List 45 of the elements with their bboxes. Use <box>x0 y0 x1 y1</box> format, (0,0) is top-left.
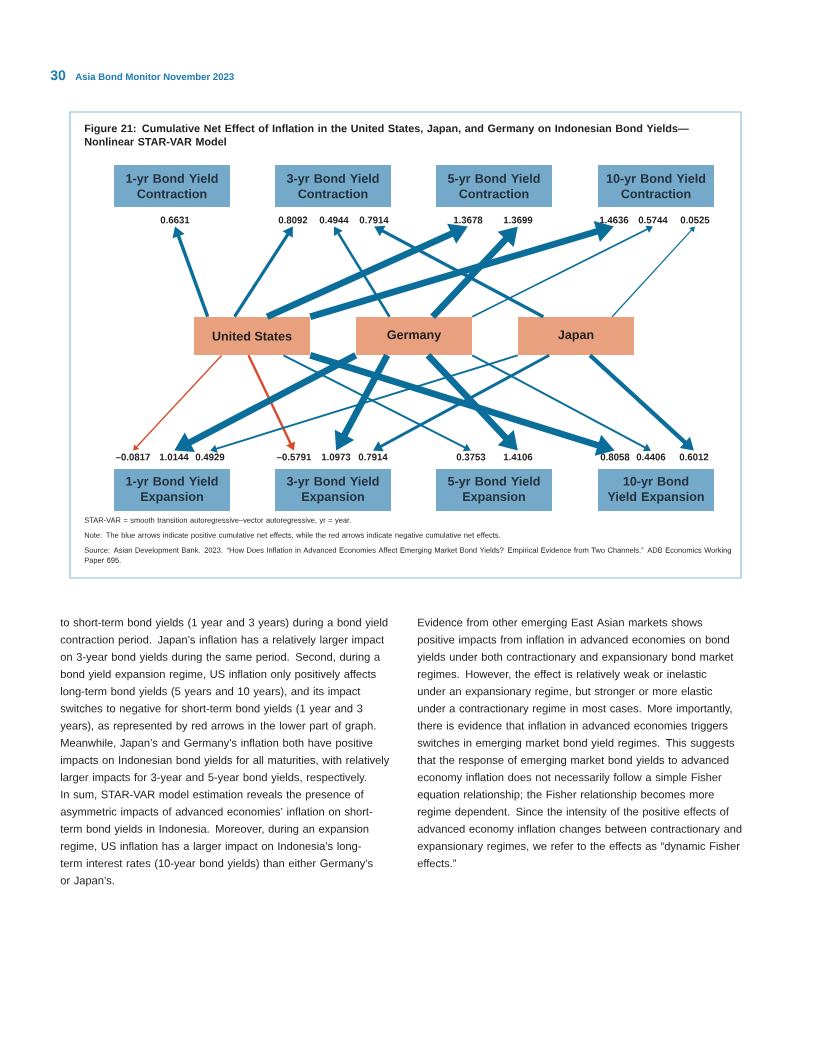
arrow <box>374 225 545 319</box>
effect-value: –0.0817 <box>115 453 150 461</box>
effect-value: 0.4406 <box>636 453 666 461</box>
effect-value: 0.7914 <box>359 216 389 224</box>
arrow <box>588 353 694 451</box>
country-box: Germany <box>356 317 472 355</box>
body-text: to short-term bond yields (1 year and 3 years) during a bond yield contraction period. Japan’s inflation has a relatively larger impact on 3-year bond yields during the same period. Second, during a bond yield expansion regime, US inflation only positively affects long-term bond yields (5 years and 10 years), and its impact switches to negative for short-term bond yields (1 year and 3 years), as represented by red arrows in the lower part of graph. Meanwhile, Japan’s and Germany’s inflation both have positive impacts on Indonesian bond yields for all maturities, with relatively larger impacts for 3-year and 5-year bond yields, respectively. In sum, STAR-VAR model estimation reveals the presence of asymmetric impacts of advanced economies’ inflation on short-term bond yields in Indonesia. Moreover, during an expansion regime, US inflation has a larger impact on Indonesia’s long-term interest rates (10-year bond yields) than either Germany’s or Japan’s. <box>60 618 390 887</box>
yield-box: 3-yr Bond Yield Contraction <box>275 165 391 207</box>
country-box: Japan <box>518 317 634 355</box>
effect-value: 1.0973 <box>321 453 351 461</box>
arrow <box>471 354 651 452</box>
yield-box: 3-yr Bond Yield Expansion <box>275 469 391 511</box>
figure-title: Figure 21: Cumulative Net Effect of Inflation in the United States, Japan, and Germany on Indonesian Bond Yields—Nonlinear STAR-VAR Model <box>85 124 689 146</box>
effect-value: 0.8058 <box>600 453 630 461</box>
effect-value: –0.5791 <box>276 453 312 461</box>
yield-box: 10-yr Bond Yield Contraction <box>598 165 714 207</box>
effect-value: 0.3753 <box>456 453 486 461</box>
effect-value: 0.4944 <box>319 216 349 224</box>
effect-value: 0.7914 <box>358 453 388 461</box>
yield-box: 5-yr Bond Yield Expansion <box>436 469 552 511</box>
yield-box: 5-yr Bond Yield Contraction <box>436 165 552 207</box>
effect-value: 1.4106 <box>503 453 533 461</box>
effect-value: 0.0525 <box>680 216 710 224</box>
country-box: United States <box>194 317 310 355</box>
arrow <box>282 354 471 452</box>
yield-box: 1-yr Bond Yield Expansion <box>114 469 230 511</box>
effect-value: 1.3699 <box>503 216 533 224</box>
effect-value: 1.3678 <box>453 216 483 224</box>
effect-value: 1.4636 <box>599 216 629 224</box>
effect-value: 0.5744 <box>638 216 668 224</box>
yield-box: 1-yr Bond Yield Contraction <box>114 165 230 207</box>
effect-value: 1.0144 <box>159 453 189 461</box>
effect-value: 0.6012 <box>679 453 709 461</box>
yield-box: 10-yr Bond Yield Expansion <box>598 469 714 511</box>
arrow <box>611 226 695 318</box>
effect-value: 0.4929 <box>195 453 225 461</box>
body-text: Evidence from other emerging East Asian markets shows positive impacts from inflation in advanced economies on bond yields under both contractionary and expansionary bond market regimes. However, the effect is relatively weak or inelastic under an expansionary regime, but stronger or more elastic under a contractionary regime in most cases. More importantly, there is evidence that inflation in advanced economies triggers switches in emerging market bond yield regimes. This suggests that the response of emerging market bond yields to advanced economy inflation does not necessarily follow a simple Fisher equation relationship; the Fisher relationship becomes more regime dependent. Since the intensity of the positive effects of advanced economy inflation changes between contractionary and expansionary regimes, we refer to the effects as “dynamic Fisher effects.” <box>417 618 742 868</box>
effect-value: 0.8092 <box>278 216 308 224</box>
effect-value: 0.6631 <box>160 216 190 224</box>
page-number: 30 <box>50 70 66 81</box>
arrow <box>471 225 653 318</box>
running-head: Asia Bond Monitor November 2023 <box>75 73 234 81</box>
arrow <box>133 354 223 451</box>
arrow <box>373 354 550 452</box>
arrow <box>210 354 519 453</box>
